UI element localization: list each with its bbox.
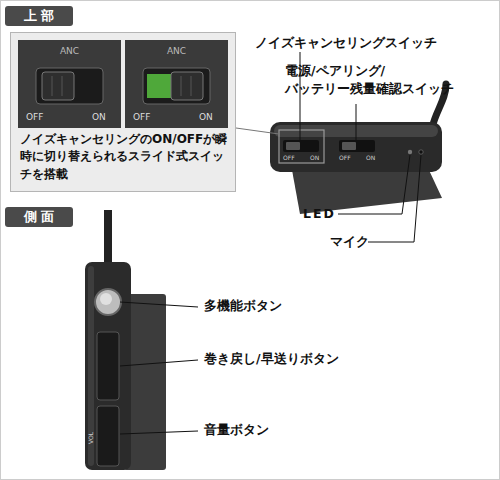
leader-line — [120, 360, 198, 366]
switch-track — [36, 68, 103, 104]
knob-ridge — [52, 76, 53, 96]
cable — [104, 210, 112, 266]
switch-legend: ON — [199, 112, 213, 123]
knob-ridge — [62, 76, 63, 96]
button-marking: VOL — [88, 432, 94, 444]
part-label: LED — [303, 205, 336, 223]
switch-legend: OFF — [26, 112, 43, 123]
switch-indicator — [147, 74, 171, 98]
tab-title: 上 部 — [5, 8, 73, 24]
mic-hole — [419, 150, 423, 154]
section-tab: 上 部 — [5, 6, 73, 26]
switch-indicator — [40, 74, 41, 98]
caption-note: ノイズキャンセリングのON/OFFが瞬時に切り替えられるスライド式スイッチを搭載 — [20, 131, 230, 183]
switch-marking: OFF — [283, 155, 295, 161]
switch-off-image: ANC OFF ON — [18, 40, 121, 128]
leader-line — [120, 302, 198, 307]
leader-line — [120, 431, 198, 434]
power-switch — [339, 140, 375, 152]
switch-on-image: ANC OFF ON — [125, 40, 228, 128]
switch-marking: ON — [366, 155, 375, 161]
tab-title: 側 面 — [5, 209, 73, 225]
switch-marking: ON — [310, 155, 319, 161]
part-label: ノイズキャンセリングスイッチ — [255, 34, 437, 52]
switch-marking: OFF — [339, 155, 351, 161]
switch-knob — [42, 72, 74, 100]
skip-button — [97, 332, 119, 400]
part-label: 音量ボタン — [204, 421, 269, 439]
switch-track — [143, 68, 210, 104]
knob-ridge — [191, 76, 192, 96]
switch-legend: OFF — [133, 112, 150, 123]
multi-function-button — [95, 289, 121, 315]
led — [408, 150, 412, 154]
knob-ridge — [181, 76, 182, 96]
volume-button — [97, 406, 119, 466]
power-knob — [342, 142, 356, 150]
section-tab: 側 面 — [5, 207, 73, 227]
part-label: 電源/ペアリング/ バッテリー残量確認スイッチ — [285, 62, 465, 97]
device-edge — [88, 266, 94, 466]
part-label: 多機能ボタン — [204, 297, 282, 315]
anc-switch — [283, 140, 319, 152]
part-label: マイク — [330, 233, 369, 251]
zoom-box: ノイズキャンセリングのON/OFFが瞬時に切り替えられるスライド式スイッチを搭載… — [10, 32, 236, 192]
leader-line — [356, 104, 357, 140]
leader-line — [368, 155, 421, 242]
button-highlight — [100, 293, 112, 305]
anc-knob — [286, 142, 300, 150]
part-label: 巻き戻し/早送りボタン — [204, 350, 339, 368]
switch-legend: ANC — [125, 46, 228, 57]
switch-legend: ON — [92, 112, 106, 123]
zoom-target-box — [279, 130, 324, 163]
leader-line — [338, 155, 410, 214]
switch-knob — [171, 72, 203, 100]
switch-legend: ANC — [18, 46, 121, 57]
zoom-line — [236, 128, 279, 134]
